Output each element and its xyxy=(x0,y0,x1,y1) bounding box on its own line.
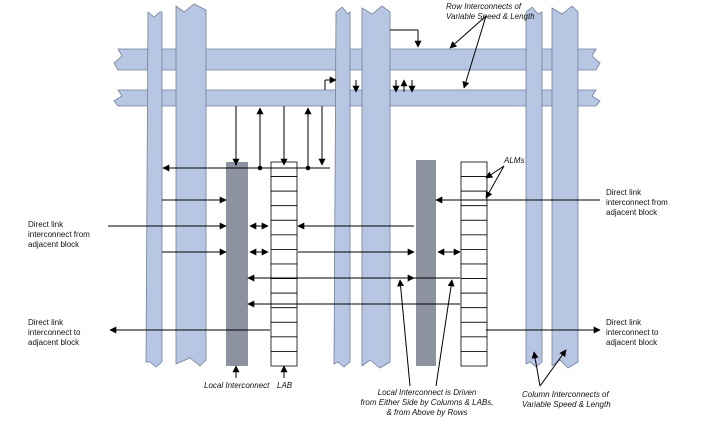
direct-link-from-right-label: Direct link interconnect from adjacent b… xyxy=(606,188,668,218)
lab-right-alm xyxy=(460,336,488,352)
lab-left-alm xyxy=(270,292,298,309)
direct-link-to-left-line2: interconnect to xyxy=(28,328,81,337)
row-label-pointer-1 xyxy=(449,15,487,49)
column-interconnect-6 xyxy=(551,5,579,369)
lab-right-alm xyxy=(460,307,488,323)
column-interconnect-2 xyxy=(175,3,207,367)
driven-pointer-2 xyxy=(435,279,455,387)
direct-link-to-right-label: Direct link interconnect to adjacent blo… xyxy=(606,318,658,348)
local-driven-label: Local Interconnect is Driven from Either… xyxy=(352,388,502,418)
lab-left-alm xyxy=(270,307,298,323)
lab-left-alm xyxy=(270,321,298,338)
alms-label: ALMs xyxy=(504,156,525,165)
lab-right-alm xyxy=(460,292,488,309)
column-interconnect-1 xyxy=(145,11,163,368)
lab-left-alm xyxy=(270,336,298,352)
lab-right-alm xyxy=(460,321,488,338)
row-interconnects-line1: Row Interconnects of xyxy=(446,2,522,11)
column-pointer-2 xyxy=(539,349,567,387)
direct-link-to-right-line2: interconnect to xyxy=(606,328,659,337)
lab-left-alm xyxy=(270,263,298,279)
lab-right-alm xyxy=(460,234,488,250)
direct-link-from-left-line2: interconnect from xyxy=(28,230,90,239)
direct-link-to-right-line3: adjacent block xyxy=(606,338,658,347)
direct-link-to-right-line1: Direct link xyxy=(606,318,642,327)
lab-right-alm xyxy=(460,161,488,177)
local-driven-line2: from Either Side by Columns & LABs, xyxy=(360,398,494,407)
row-interconnects xyxy=(113,48,601,107)
lab-left xyxy=(270,161,298,367)
lab-right-alm xyxy=(460,219,488,236)
local-driven-line3: & from Above by Rows xyxy=(386,408,468,417)
row-interconnect-lower xyxy=(113,89,601,107)
lab-left-alm xyxy=(270,351,298,367)
column-interconnect-5 xyxy=(525,6,543,368)
lab-right xyxy=(460,161,488,367)
lab-right-alm xyxy=(460,263,488,279)
lab-right-alm xyxy=(460,205,488,221)
row-label-pointer-2 xyxy=(462,15,487,89)
lab-label: LAB xyxy=(277,381,293,390)
direct-link-from-left-label: Direct link interconnect from adjacent b… xyxy=(28,220,90,250)
local-interconnect-right xyxy=(416,160,436,366)
driven-pointer-1 xyxy=(397,279,411,387)
lab-left-alm xyxy=(270,205,298,221)
direct-link-from-right-line2: interconnect from xyxy=(606,198,668,207)
lab-left-alm xyxy=(270,278,298,294)
column-interconnects xyxy=(145,3,579,369)
direct-link-from-right-line3: adjacent block xyxy=(606,208,658,217)
direct-link-from-right-line1: Direct link xyxy=(606,188,642,197)
row-interconnects-label: Row Interconnects of Variable Speed & Le… xyxy=(446,2,535,22)
row-interconnect-upper xyxy=(113,48,601,71)
direct-link-to-left-line3: adjacent block xyxy=(28,338,80,347)
lab-left-alm xyxy=(270,219,298,236)
lab-left-alm xyxy=(270,249,298,265)
direct-link-to-left-line1: Direct link xyxy=(28,318,64,327)
column-pointer-1 xyxy=(531,351,541,387)
local-interconnect-label: Local Interconnect xyxy=(204,381,270,390)
junction-2 xyxy=(305,165,311,171)
alms-pointer-1 xyxy=(485,165,505,179)
local-driven-line1: Local Interconnect is Driven xyxy=(377,388,477,397)
lab-left-alm xyxy=(270,190,298,207)
alms-pointer-2 xyxy=(485,165,505,199)
direct-link-to-left-label: Direct link interconnect to adjacent blo… xyxy=(28,318,80,348)
lab-right-alm xyxy=(460,278,488,294)
column-interconnect-3 xyxy=(333,6,351,368)
lab-right-alm xyxy=(460,249,488,265)
lab-right-alm xyxy=(460,351,488,367)
column-interconnects-line1: Column Interconnects of xyxy=(522,390,609,399)
column-interconnect-4 xyxy=(361,5,391,369)
lab-right-alm xyxy=(460,176,488,192)
row-interconnects-line2: Variable Speed & Length xyxy=(446,12,535,21)
lab-left-alm xyxy=(270,176,298,192)
direct-link-from-left-line3: adjacent block xyxy=(28,240,80,249)
lab-left-alm xyxy=(270,234,298,250)
column-interconnects-line2: Variable Speed & Length xyxy=(522,400,611,409)
direct-link-from-left-line1: Direct link xyxy=(28,220,64,229)
column-interconnects-label: Column Interconnects of Variable Speed &… xyxy=(522,390,611,410)
lab-right-alm xyxy=(460,190,488,207)
junction-1 xyxy=(257,165,263,171)
local-interconnect-left xyxy=(226,162,248,366)
connections xyxy=(108,15,601,387)
